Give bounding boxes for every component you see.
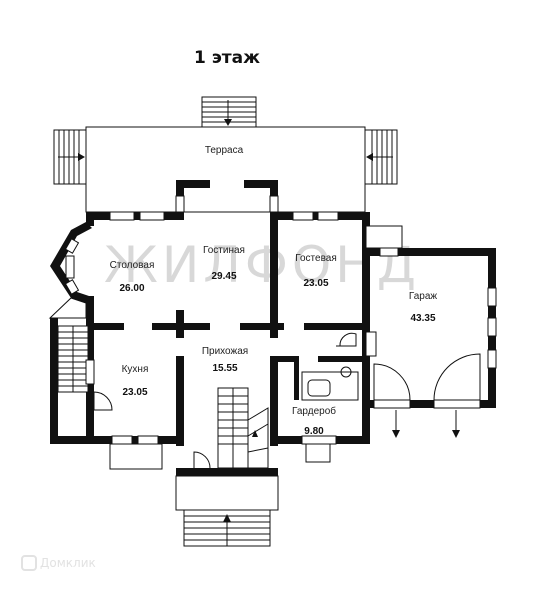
- left-staircase: [48, 297, 95, 444]
- wardrobe-bay: [301, 435, 337, 463]
- entrance-porch: [175, 468, 279, 547]
- logo-text: Домклик: [40, 556, 96, 570]
- dining-windows: [109, 195, 339, 221]
- area-guest: 23.05: [303, 278, 328, 289]
- area-hall: 15.55: [212, 363, 237, 374]
- terrace-top-stairs: [201, 96, 257, 128]
- label-guest: Гостевая: [295, 253, 337, 264]
- bay-window: [50, 222, 92, 303]
- floor-title: 1 этаж: [194, 48, 260, 68]
- label-kitchen: Кухня: [122, 364, 149, 375]
- label-garage: Гараж: [409, 291, 438, 302]
- terrace-outline: [85, 126, 366, 213]
- domclick-logo: Домклик: [21, 555, 96, 571]
- central-staircase: [217, 387, 269, 469]
- terrace-left-stairs: [53, 129, 87, 185]
- interior-walls: [94, 220, 362, 446]
- area-kitchen: 23.05: [122, 387, 147, 398]
- label-terrace: Терраса: [205, 145, 244, 156]
- area-garage: 43.35: [410, 313, 435, 324]
- entrance-door: [193, 451, 211, 469]
- area-wardrobe: 9.80: [304, 426, 324, 437]
- kitchen-bay: [109, 435, 163, 470]
- bathroom-fixtures: [301, 331, 377, 401]
- terrace-right-stairs: [364, 129, 398, 185]
- label-hall: Прихожая: [202, 346, 248, 357]
- area-living: 29.45: [211, 271, 236, 282]
- kitchen-door: [93, 391, 113, 411]
- label-wardrobe: Гардероб: [292, 405, 336, 417]
- label-living: Гостиная: [203, 245, 245, 256]
- garage: [365, 225, 497, 438]
- label-dining: Столовая: [110, 260, 155, 271]
- area-dining: 26.00: [119, 283, 144, 294]
